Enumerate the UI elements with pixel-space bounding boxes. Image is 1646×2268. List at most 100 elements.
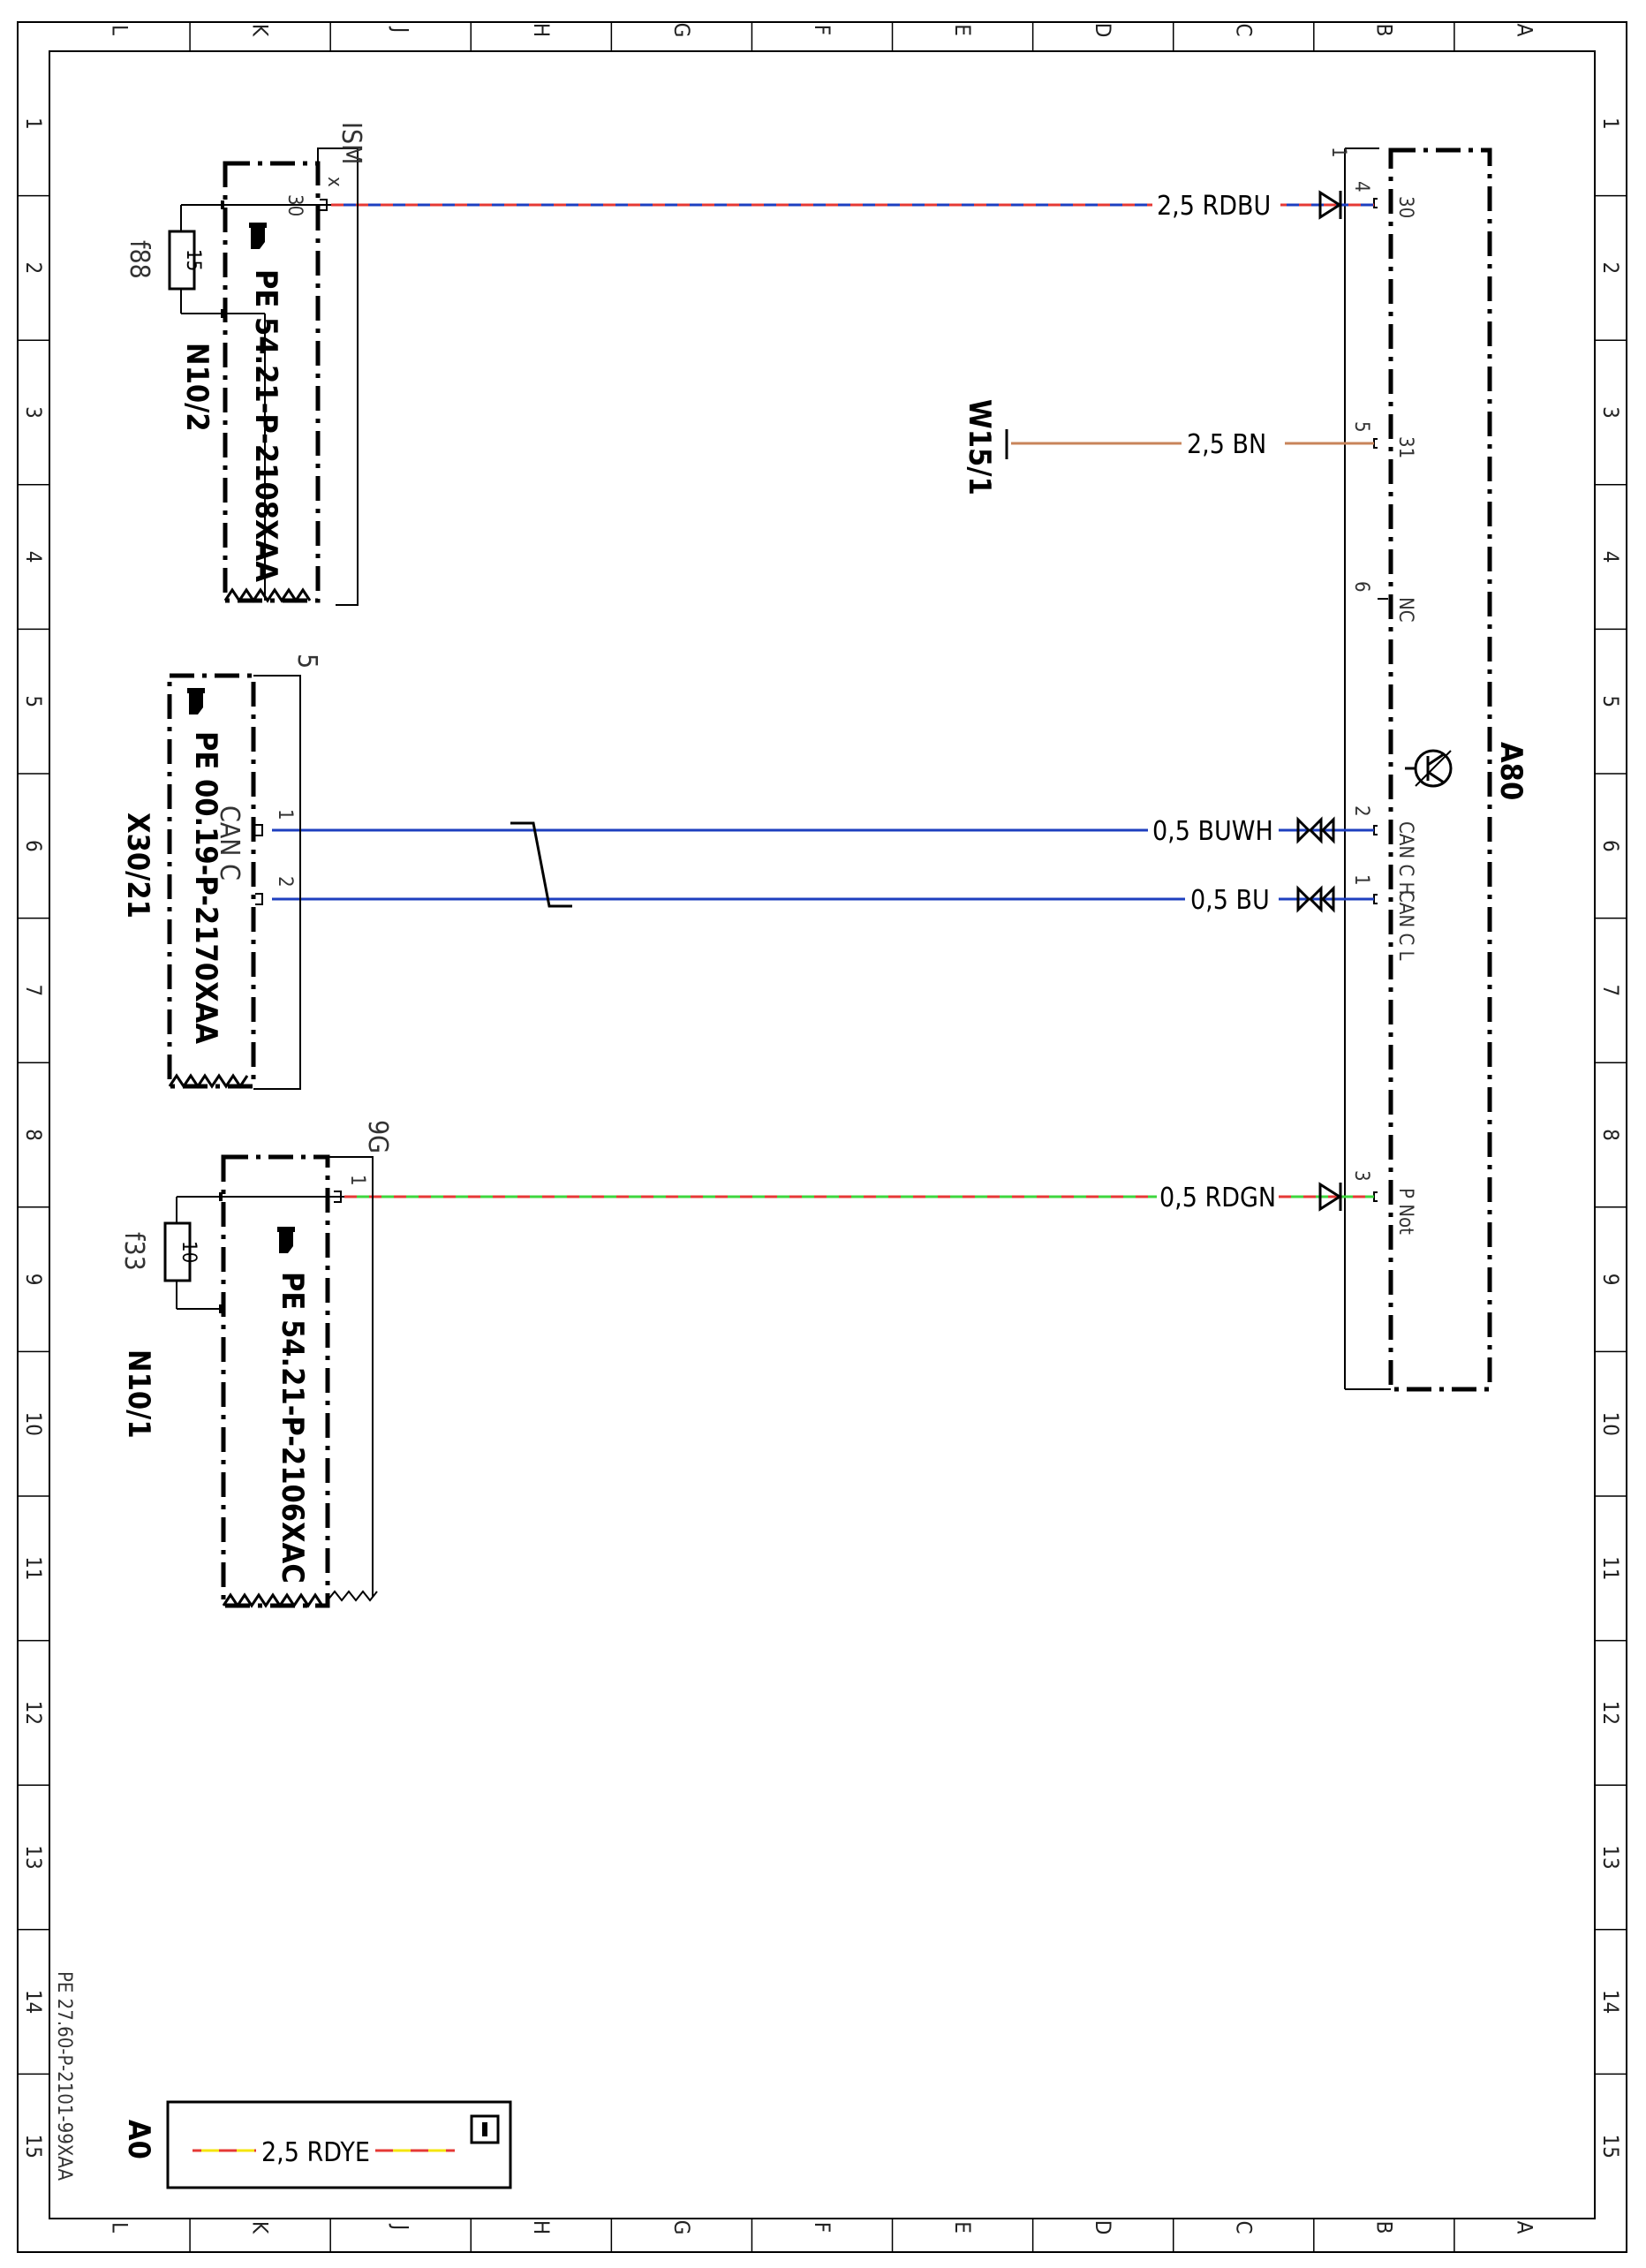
a80-pin-label: CAN C L bbox=[1394, 890, 1416, 961]
a80-pin-number: 5 bbox=[1350, 421, 1372, 433]
grid-letter-bottom: D bbox=[1091, 2220, 1115, 2235]
grid-letter-top: D bbox=[1091, 23, 1115, 38]
n10-2-conn-x: x bbox=[323, 177, 345, 187]
n10-1-component: 9G 1 10 f33 N10/1 PE 54.21-P-2106XAC bbox=[118, 1120, 393, 1608]
grid-number-right: 2 bbox=[1598, 262, 1623, 275]
grid-number-left: 15 bbox=[21, 2134, 46, 2158]
wire-label: 0,5 BU bbox=[1190, 885, 1270, 916]
legend-box: 2,5 RDYE A0 bbox=[121, 2100, 512, 2189]
a80-pin-number: 1 bbox=[1350, 874, 1372, 886]
grid-letter-top: K bbox=[248, 24, 273, 37]
a80-pin-number: 6 bbox=[1350, 581, 1372, 593]
wire-buwh: 0,5 BUWH bbox=[272, 816, 1374, 847]
grid-number-left: 8 bbox=[21, 1129, 46, 1141]
grid-number-left: 9 bbox=[21, 1274, 46, 1286]
grid-letter-bottom: H bbox=[529, 2220, 554, 2234]
x30-21-label: X30/21 bbox=[120, 813, 155, 919]
grid-number-left: 14 bbox=[21, 1990, 46, 2014]
grid-letter-top: G bbox=[669, 23, 694, 38]
document-reference: PE 27.60-P-2101-99XAA bbox=[53, 1971, 75, 2181]
grid-letter-bottom: G bbox=[669, 2220, 694, 2235]
a80-pin-p-not: 3 P Not bbox=[1350, 1170, 1416, 1235]
sheet-frame bbox=[17, 21, 1627, 2253]
grid-letter-bottom: K bbox=[248, 2221, 273, 2234]
grid-number-left: 12 bbox=[21, 1701, 46, 1725]
grid-number-left: 11 bbox=[21, 1556, 46, 1580]
wire-rdgn: 0,5 RDGN bbox=[344, 1182, 1374, 1213]
a80-pin-31: 5 31 bbox=[1350, 421, 1416, 458]
connector-arrow-icon bbox=[1318, 190, 1342, 220]
wire-label: 0,5 RDGN bbox=[1159, 1183, 1276, 1213]
grid-letter-bottom: L bbox=[108, 2222, 132, 2233]
grid-letter-bottom: C bbox=[1231, 2220, 1256, 2234]
a80-label: A80 bbox=[1493, 742, 1529, 800]
a80-pin-can-c-l: 1 CAN C L bbox=[1350, 874, 1416, 961]
grid-number-right: 5 bbox=[1598, 695, 1623, 707]
n10-2-ref: PE 54.21-P-2108XAA bbox=[248, 269, 283, 582]
grid-letter-top: J bbox=[389, 26, 413, 33]
legend-label: 2,5 RDYE bbox=[261, 2137, 370, 2168]
grid-dividers bbox=[18, 22, 1627, 2252]
grid-number-left: 2 bbox=[21, 262, 46, 275]
a80-pin-number: 4 bbox=[1350, 181, 1372, 193]
grid-letter-top: L bbox=[108, 25, 132, 35]
fuse-f33-icon bbox=[163, 1221, 192, 1282]
hand-pointer-icon bbox=[277, 1227, 295, 1253]
can-connector-icon bbox=[1296, 816, 1335, 844]
a80-symbol-icon bbox=[1405, 749, 1453, 788]
a0-label: A0 bbox=[121, 2120, 156, 2159]
x30-21-bus-label: CAN C bbox=[214, 805, 245, 881]
a80-pin-number: 2 bbox=[1350, 805, 1372, 817]
a80-pin-30: 4 30 bbox=[1350, 181, 1416, 218]
twisted-pair-marker bbox=[510, 821, 572, 908]
grid-number-right: 8 bbox=[1598, 1129, 1623, 1141]
n10-1-label: N10/1 bbox=[121, 1349, 156, 1439]
grid-number-left: 7 bbox=[21, 985, 46, 997]
grid-letter-top: E bbox=[950, 24, 975, 36]
a80-component: 1 A80 bbox=[1327, 147, 1529, 1392]
grid-letter-top: F bbox=[810, 25, 834, 35]
a80-pin-can-c-h: 2 CAN C H bbox=[1350, 805, 1416, 895]
a80-pin-label: NC bbox=[1394, 597, 1416, 623]
can-connector-icon bbox=[1296, 885, 1335, 913]
hand-pointer-icon bbox=[249, 223, 267, 249]
grid-number-left: 5 bbox=[21, 695, 46, 707]
grid-number-right: 14 bbox=[1598, 1990, 1623, 2014]
grid-number-right: 15 bbox=[1598, 2134, 1623, 2158]
w15-1-label: W15/1 bbox=[962, 399, 997, 495]
grid-number-left: 13 bbox=[21, 1845, 46, 1869]
grid-letter-bottom: B bbox=[1371, 2221, 1396, 2234]
wire-rdbu: 2,5 RDBU bbox=[331, 190, 1374, 222]
wire-label: 2,5 BN bbox=[1187, 429, 1266, 460]
grid-letter-bottom: A bbox=[1512, 2221, 1537, 2234]
n10-2-label: N10/2 bbox=[179, 343, 215, 432]
grid-letter-bottom: J bbox=[389, 2223, 413, 2230]
fuse-value: 15 bbox=[182, 249, 204, 271]
wire-label: 2,5 RDBU bbox=[1157, 191, 1271, 222]
fuse-name: f33 bbox=[118, 1232, 149, 1271]
a80-pin-label: 30 bbox=[1394, 196, 1416, 218]
a80-pin-label: 31 bbox=[1394, 436, 1416, 458]
fuse-name: f88 bbox=[124, 240, 155, 279]
grid-number-left: 3 bbox=[21, 406, 46, 419]
grid-letter-top: C bbox=[1231, 23, 1256, 36]
grid-number-right: 13 bbox=[1598, 1845, 1623, 1869]
a80-pin-number: 3 bbox=[1350, 1170, 1372, 1182]
a80-pin-nc: 6 NC bbox=[1350, 581, 1416, 623]
grid-letter-bottom: F bbox=[810, 2222, 834, 2233]
grid-number-right: 7 bbox=[1598, 985, 1623, 997]
a80-pin-label: P Not bbox=[1394, 1188, 1416, 1235]
grid-number-right: 6 bbox=[1598, 840, 1623, 852]
connector-arrow-icon bbox=[1318, 1182, 1342, 1212]
grid-number-left: 1 bbox=[21, 117, 46, 130]
grid-number-right: 3 bbox=[1598, 406, 1623, 419]
fuse-value: 10 bbox=[177, 1241, 200, 1263]
grid-number-right: 11 bbox=[1598, 1556, 1623, 1580]
hand-pointer-icon bbox=[187, 688, 205, 714]
fuse-f88-icon bbox=[168, 230, 196, 291]
grid-letter-top: H bbox=[529, 23, 554, 37]
legend-info-icon bbox=[470, 2114, 500, 2144]
wire-label: 0,5 BUWH bbox=[1152, 816, 1273, 847]
